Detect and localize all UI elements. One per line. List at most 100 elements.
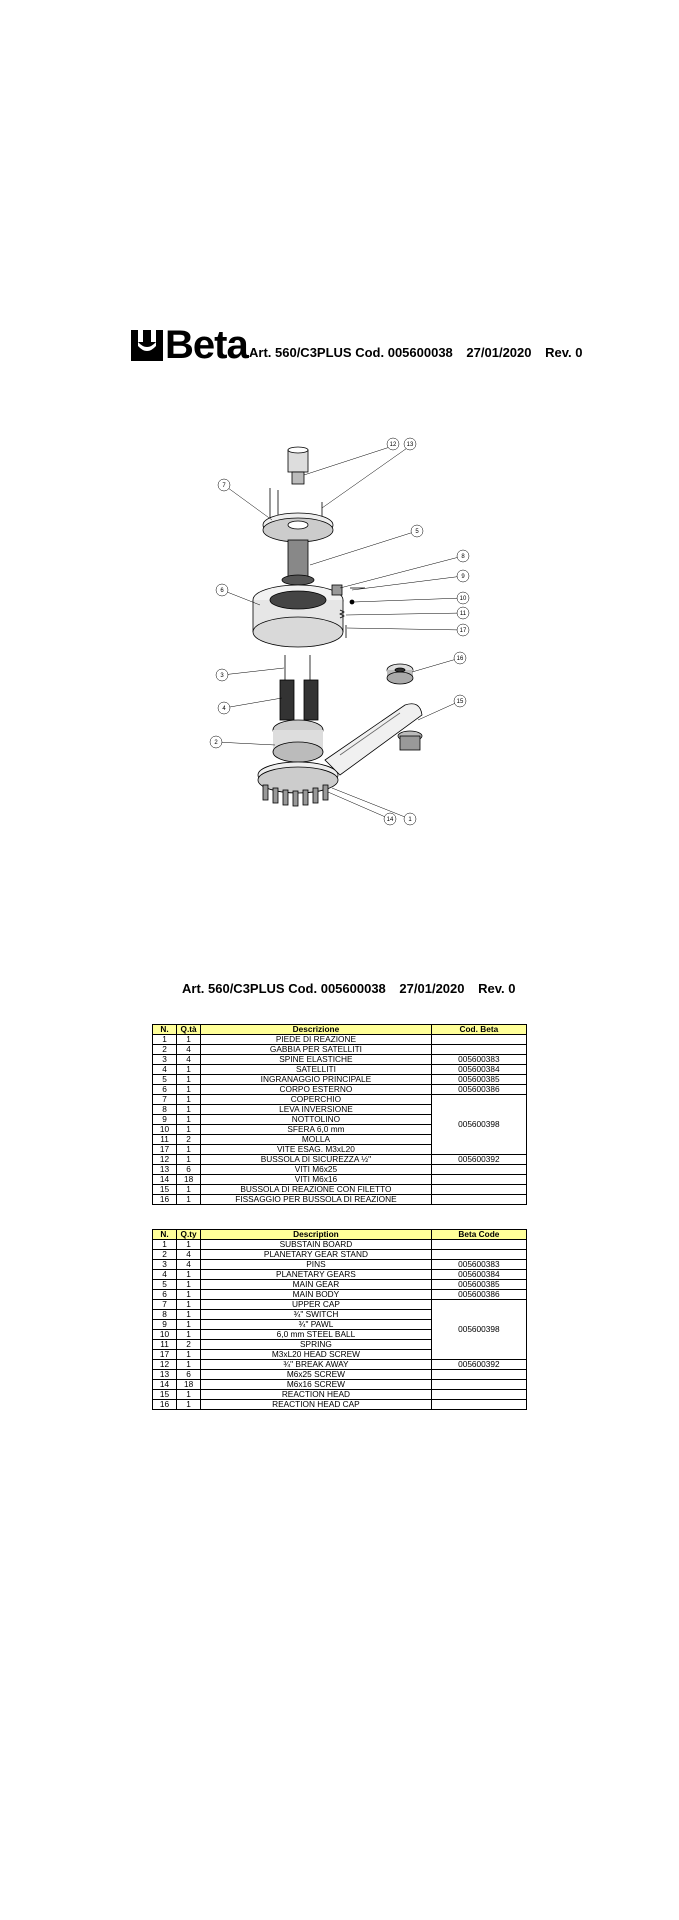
exploded-view-drawing: 12 13 7 5 8 9 10 11 17 6 3 4 2 16 15 14 … bbox=[209, 437, 470, 826]
header-description: Description bbox=[200, 1229, 432, 1240]
cell-quantity: 18 bbox=[176, 1174, 202, 1185]
cell-code bbox=[430, 1174, 528, 1185]
callout-7: 7 bbox=[222, 483, 226, 489]
cell-code bbox=[430, 1184, 528, 1195]
cell-description: M6x16 SCREW bbox=[200, 1379, 432, 1390]
cell-number: 13 bbox=[151, 1164, 178, 1175]
cell-number: 14 bbox=[151, 1174, 178, 1185]
cell-number: 15 bbox=[151, 1184, 178, 1195]
article-code: Cod. 005600038 bbox=[288, 981, 386, 996]
callout-17: 17 bbox=[460, 628, 467, 634]
cell-number: 2 bbox=[151, 1249, 178, 1260]
section-title: Art. 560/C3PLUS Cod. 005600038 27/01/202… bbox=[182, 981, 515, 996]
cell-description: ¾" SWITCH bbox=[200, 1309, 432, 1320]
cell-quantity: 1 bbox=[176, 1124, 202, 1135]
cell-description: MAIN BODY bbox=[200, 1289, 432, 1300]
cell-description: FISSAGGIO PER BUSSOLA DI REAZIONE bbox=[200, 1194, 432, 1205]
cell-code bbox=[430, 1239, 528, 1250]
cell-quantity: 1 bbox=[176, 1094, 202, 1105]
cell-description: REACTION HEAD CAP bbox=[200, 1399, 432, 1410]
cell-number: 6 bbox=[151, 1289, 178, 1300]
cell-number: 3 bbox=[151, 1054, 178, 1065]
cell-code: 005600386 bbox=[430, 1084, 528, 1095]
callout-16: 16 bbox=[457, 656, 464, 662]
header-quantity: Q.tà bbox=[176, 1024, 202, 1035]
cell-number: 10 bbox=[151, 1329, 178, 1340]
callout-1: 1 bbox=[408, 817, 412, 823]
cell-quantity: 1 bbox=[176, 1154, 202, 1165]
revision: Rev. 0 bbox=[478, 981, 516, 996]
table-header-row: N. Q.tà Descrizione Cod. Beta bbox=[151, 1024, 528, 1035]
cell-number: 10 bbox=[151, 1124, 178, 1135]
cell-quantity: 1 bbox=[176, 1309, 202, 1320]
cell-description: SUBSTAIN BOARD bbox=[200, 1239, 432, 1250]
table-header-row: N. Q.ty Description Beta Code bbox=[151, 1229, 528, 1240]
cell-number: 11 bbox=[151, 1134, 178, 1145]
cell-quantity: 4 bbox=[176, 1044, 202, 1055]
cell-description: SFERA 6,0 mm bbox=[200, 1124, 432, 1135]
cell-description: COPERCHIO bbox=[200, 1094, 432, 1105]
cell-quantity: 1 bbox=[176, 1184, 202, 1195]
cell-quantity: 1 bbox=[176, 1034, 202, 1045]
cell-number: 15 bbox=[151, 1389, 178, 1400]
cell-description: GABBIA PER SATELLITI bbox=[200, 1044, 432, 1055]
cell-number: 9 bbox=[151, 1114, 178, 1125]
cell-description: SPRING bbox=[200, 1339, 432, 1350]
cell-code: 005600384 bbox=[430, 1269, 528, 1280]
cell-quantity: 1 bbox=[176, 1329, 202, 1340]
cell-quantity: 4 bbox=[176, 1259, 202, 1270]
callout-2: 2 bbox=[214, 740, 218, 746]
cell-code: 005600392 bbox=[430, 1154, 528, 1165]
callout-6: 6 bbox=[220, 588, 224, 594]
cell-description: PLANETARY GEARS bbox=[200, 1269, 432, 1280]
revision: Rev. 0 bbox=[545, 345, 583, 360]
callout-15: 15 bbox=[457, 699, 464, 705]
header-code: Beta Code bbox=[430, 1229, 528, 1240]
cell-quantity: 4 bbox=[176, 1249, 202, 1260]
cell-quantity: 1 bbox=[176, 1114, 202, 1125]
cell-quantity: 1 bbox=[176, 1289, 202, 1300]
cell-number: 17 bbox=[151, 1144, 178, 1155]
page-title: Art. 560/C3PLUS Cod. 005600038 27/01/202… bbox=[249, 345, 582, 360]
article-number: Art. 560/C3PLUS bbox=[249, 345, 352, 360]
cell-code bbox=[430, 1249, 528, 1260]
cell-quantity: 6 bbox=[176, 1369, 202, 1380]
cell-number: 5 bbox=[151, 1074, 178, 1085]
cell-number: 12 bbox=[151, 1154, 178, 1165]
cell-description: PINS bbox=[200, 1259, 432, 1270]
cell-code: 005600385 bbox=[430, 1074, 528, 1085]
cell-number: 12 bbox=[151, 1359, 178, 1370]
cell-description: INGRANAGGIO PRINCIPALE bbox=[200, 1074, 432, 1085]
cell-description: VITI M6x16 bbox=[200, 1174, 432, 1185]
callout-11: 11 bbox=[460, 611, 467, 617]
callout-8: 8 bbox=[461, 554, 465, 560]
beta-logo: Beta bbox=[131, 325, 249, 365]
cell-number: 8 bbox=[151, 1104, 178, 1115]
cell-code: 005600385 bbox=[430, 1279, 528, 1290]
cell-quantity: 1 bbox=[176, 1144, 202, 1155]
callout-13: 13 bbox=[407, 442, 414, 448]
cell-number: 5 bbox=[151, 1279, 178, 1290]
cell-number: 11 bbox=[151, 1339, 178, 1350]
cell-number: 1 bbox=[151, 1034, 178, 1045]
cell-number: 14 bbox=[151, 1379, 178, 1390]
cell-code bbox=[430, 1194, 528, 1205]
